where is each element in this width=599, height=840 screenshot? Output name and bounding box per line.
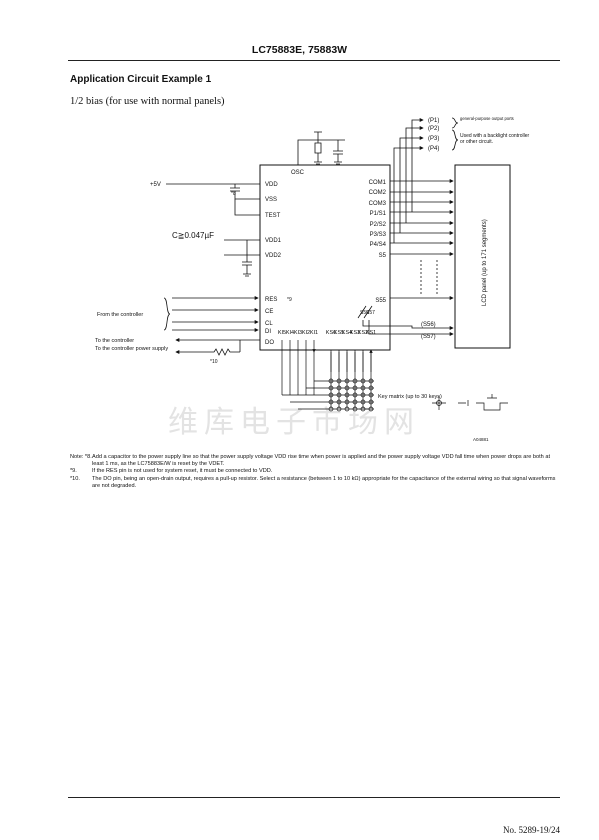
note-8-key: Note: *8. [70,454,92,460]
pin-p1s1: P1/S1 [370,211,387,217]
to-power-supply-text: To the controller power supply [95,346,168,352]
key-pin-ki3: KI3 [294,330,302,336]
pin-osc: OSC [291,170,305,176]
key-pin-ki2: KI2 [302,330,310,336]
osc-network [297,131,345,165]
supply-wiring [166,183,260,277]
capacitor-label: C≧0.047µF [172,231,214,240]
bias-description: 1/2 bias (for use with normal panels) [70,96,225,107]
pin-com3: COM3 [369,201,387,207]
key-matrix [281,340,374,412]
pin-p3s3: P3/S3 [370,232,387,238]
note-8: Note: *8. Add a capacitor to the power s… [70,454,560,468]
backlight-text: Used with a backlight controller or othe… [460,133,530,145]
pin-vss: VSS [265,197,277,203]
pin-do: DO [265,340,274,346]
key-pin-ki1: KI1 [310,330,318,336]
note-ref-9: *9 [287,297,292,303]
note-10: *10. The DO pin, being an open-drain out… [70,476,560,490]
pin-di: DI [265,329,271,335]
supply-label: +5V [150,182,161,188]
pin-vdd: VDD [265,182,278,188]
figure-code: A04881 [473,437,489,442]
page-number: No. 5289-19/24 [503,825,560,835]
pin-p2s2: P2/S2 [370,222,387,228]
lcd-bus [390,117,459,300]
note-ref-10: *10 [210,359,218,365]
key-pin-ks4: KS4 [342,330,352,336]
to-power-supply-label: To the controller power supply [95,346,168,352]
seg-label-s56: (S56) [421,322,436,328]
footer-rule [68,797,560,798]
section-title: Application Circuit Example 1 [70,74,212,85]
key-pin-ks5: KS5 [334,330,344,336]
header-rule [68,60,560,61]
note-9-key: *9. [70,468,77,475]
pin-ce: CE [265,309,273,315]
ic-body [259,164,391,351]
pin-s57: S57 [366,310,375,316]
port-labels: (P1) (P2) (P3) (P4) [428,118,439,152]
note-10-text: The DO pin, being an open-drain output, … [92,475,556,489]
ic-right-pins: COM1 COM2 COM3 P1/S1 P2/S2 P3/S3 P4/S4 S… [369,180,387,304]
pin-com2: COM2 [369,190,387,196]
pin-s5: S5 [379,253,387,259]
pin-cl: CL [265,321,273,327]
pin-p4s4: P4/S4 [370,242,387,248]
pin-com1: COM1 [369,180,387,186]
key-pin-ki4: KI4 [286,330,294,336]
switch-symbol [432,394,508,411]
ic-left-pins: VDD VSS TEST VDD1 VDD2 RES CE CL DI DO [265,182,282,346]
pin-s55: S55 [375,298,386,304]
application-circuit-diagram: LCD panel (up to 171 segments) OSC +5V *… [95,116,530,442]
backlight-note: Used with a backlight controller or othe… [460,133,530,145]
pin-vdd2: VDD2 [265,253,282,259]
port-label-p3: (P3) [428,136,439,142]
note-9-text: If the RES pin is not used for system re… [92,468,273,475]
lcd-panel-label: LCD panel (up to 171 segments) [482,219,488,306]
key-matrix-text: Key matrix (up to 30 keys) [378,394,442,400]
pin-s56: S56 [360,310,369,316]
to-controller-label: To the controller [95,338,134,344]
general-purpose-text: general-purpose output ports [460,116,514,121]
watermark: 维库电子市场网 [168,405,420,440]
note-10-key: *10. [70,475,80,482]
general-purpose-label: general-purpose output ports [460,116,514,121]
document-header: LC75883E, 75883W [251,44,348,56]
port-label-p1: (P1) [428,118,439,124]
key-pin-ks2: KS2 [358,330,368,336]
s56-s57-wiring [357,305,454,336]
notes-section: Note: *8. Add a capacitor to the power s… [70,454,560,490]
key-pin-ks6: KS6 [326,330,336,336]
pin-vdd1: VDD1 [265,238,282,244]
key-pin-ki5: KI5 [278,330,286,336]
key-pin-ks3: KS3 [350,330,360,336]
port-label-p4: (P4) [428,146,439,152]
pin-res: RES [265,297,277,303]
key-pin-ks1: KS1 [366,330,376,336]
key-pin-labels: KI5 KI4 KI3 KI2 KI1 KS6 KS5 KS4 KS3 KS2 … [278,330,376,336]
key-matrix-label: Key matrix (up to 30 keys) [378,394,442,400]
note-9: *9. If the RES pin is not used for syste… [70,468,560,475]
pin-test: TEST [265,213,281,219]
seg-label-s57: (S57) [421,334,436,340]
note-8-text: Add a capacitor to the power supply line… [92,454,551,468]
from-controller-label: From the controller [97,312,143,318]
lcd-panel [454,164,511,349]
controller-signals [163,296,260,356]
port-label-p2: (P2) [428,126,439,132]
note-ref-8: *8 [231,191,236,197]
